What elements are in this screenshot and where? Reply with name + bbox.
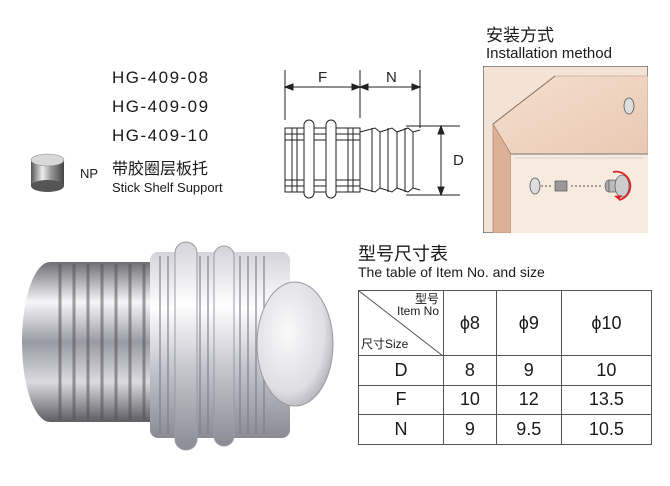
table-cell: 8	[443, 355, 497, 386]
dim-label-d: D	[453, 152, 464, 169]
product-photo	[22, 241, 334, 451]
table-corner-cell: 型号 Item No 尺寸Size	[358, 290, 444, 356]
installation-title-cn: 安装方式	[486, 26, 554, 46]
table-cell: 9	[495, 355, 562, 386]
model-number: HG-409-08	[112, 68, 210, 87]
installation-title-en: Installation method	[486, 45, 612, 62]
table-cell: 10	[560, 355, 653, 386]
table-cell: 12	[495, 384, 562, 416]
table-cell: 10.5	[560, 414, 653, 445]
dim-label-f: F	[318, 69, 327, 86]
column-header: ϕ9	[495, 290, 562, 356]
installation-illustration	[483, 66, 648, 233]
table-cell: 13.5	[560, 384, 653, 416]
product-name-en: Stick Shelf Support	[112, 180, 223, 195]
corner-bottom-en: Size	[385, 337, 409, 351]
column-header: ϕ10	[560, 290, 653, 356]
corner-top-en: Item No	[396, 304, 439, 318]
corner-bottom-cn: 尺寸	[361, 337, 386, 351]
row-label: D	[358, 355, 444, 386]
table-title-en: The table of Item No. and size	[358, 264, 545, 280]
table-row: N 9 9.5 10.5	[358, 414, 653, 445]
size-table: 型号 Item No 尺寸Size ϕ8 ϕ9 ϕ10 D 8 9 10 F 1…	[358, 290, 653, 445]
dim-label-n: N	[386, 69, 397, 86]
table-row: D 8 9 10	[358, 355, 653, 386]
model-number: HG-409-10	[112, 126, 210, 145]
table-title-cn: 型号尺寸表	[358, 244, 448, 265]
row-label: N	[358, 414, 444, 445]
column-header: ϕ8	[443, 290, 497, 356]
model-number: HG-409-09	[112, 97, 210, 116]
finish-code: NP	[80, 166, 99, 181]
dimension-drawing: F N D	[283, 69, 464, 199]
corner-top-cn: 型号	[414, 292, 439, 306]
table-cell: 9.5	[495, 414, 562, 445]
finish-swatch	[30, 153, 65, 192]
product-name-cn: 带胶圈层板托	[112, 159, 209, 178]
table-cell: 9	[443, 414, 497, 445]
table-cell: 10	[443, 384, 497, 416]
table-row: F 10 12 13.5	[358, 384, 653, 416]
row-label: F	[358, 384, 444, 416]
